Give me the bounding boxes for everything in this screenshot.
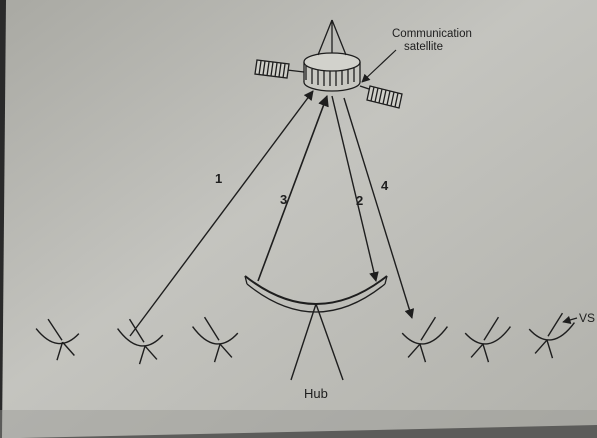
vsat-dish-6-icon xyxy=(528,312,575,359)
signal-path-4 xyxy=(343,97,415,319)
paper-shadow-strip xyxy=(0,410,597,438)
satellite-label: Communication satellite xyxy=(392,28,472,54)
satellite-icon xyxy=(254,19,403,109)
satellite-pointer xyxy=(361,49,397,83)
path-label-2: 2 xyxy=(356,193,364,208)
path-label-3: 3 xyxy=(280,192,288,207)
path-label-4: 4 xyxy=(381,178,389,193)
vsat-dish-4-icon xyxy=(401,316,448,363)
signal-path-3 xyxy=(257,94,329,282)
vsat-dish-2-icon xyxy=(117,318,164,365)
satellite-label-line1: Communication xyxy=(392,28,472,40)
hub-dish-icon xyxy=(244,275,388,381)
hub-label: Hub xyxy=(304,386,328,401)
vsat-dish-3-icon xyxy=(192,316,239,363)
vsat-dish-1-icon xyxy=(35,318,80,361)
signal-path-1 xyxy=(129,90,314,337)
vsat-pointer xyxy=(562,315,578,324)
vsat-dish-5-icon xyxy=(464,316,511,363)
vsat-label: VS xyxy=(579,311,596,325)
signal-path-2 xyxy=(331,95,379,282)
satellite-label-line2: satellite xyxy=(404,41,443,53)
path-label-1: 1 xyxy=(215,171,223,186)
